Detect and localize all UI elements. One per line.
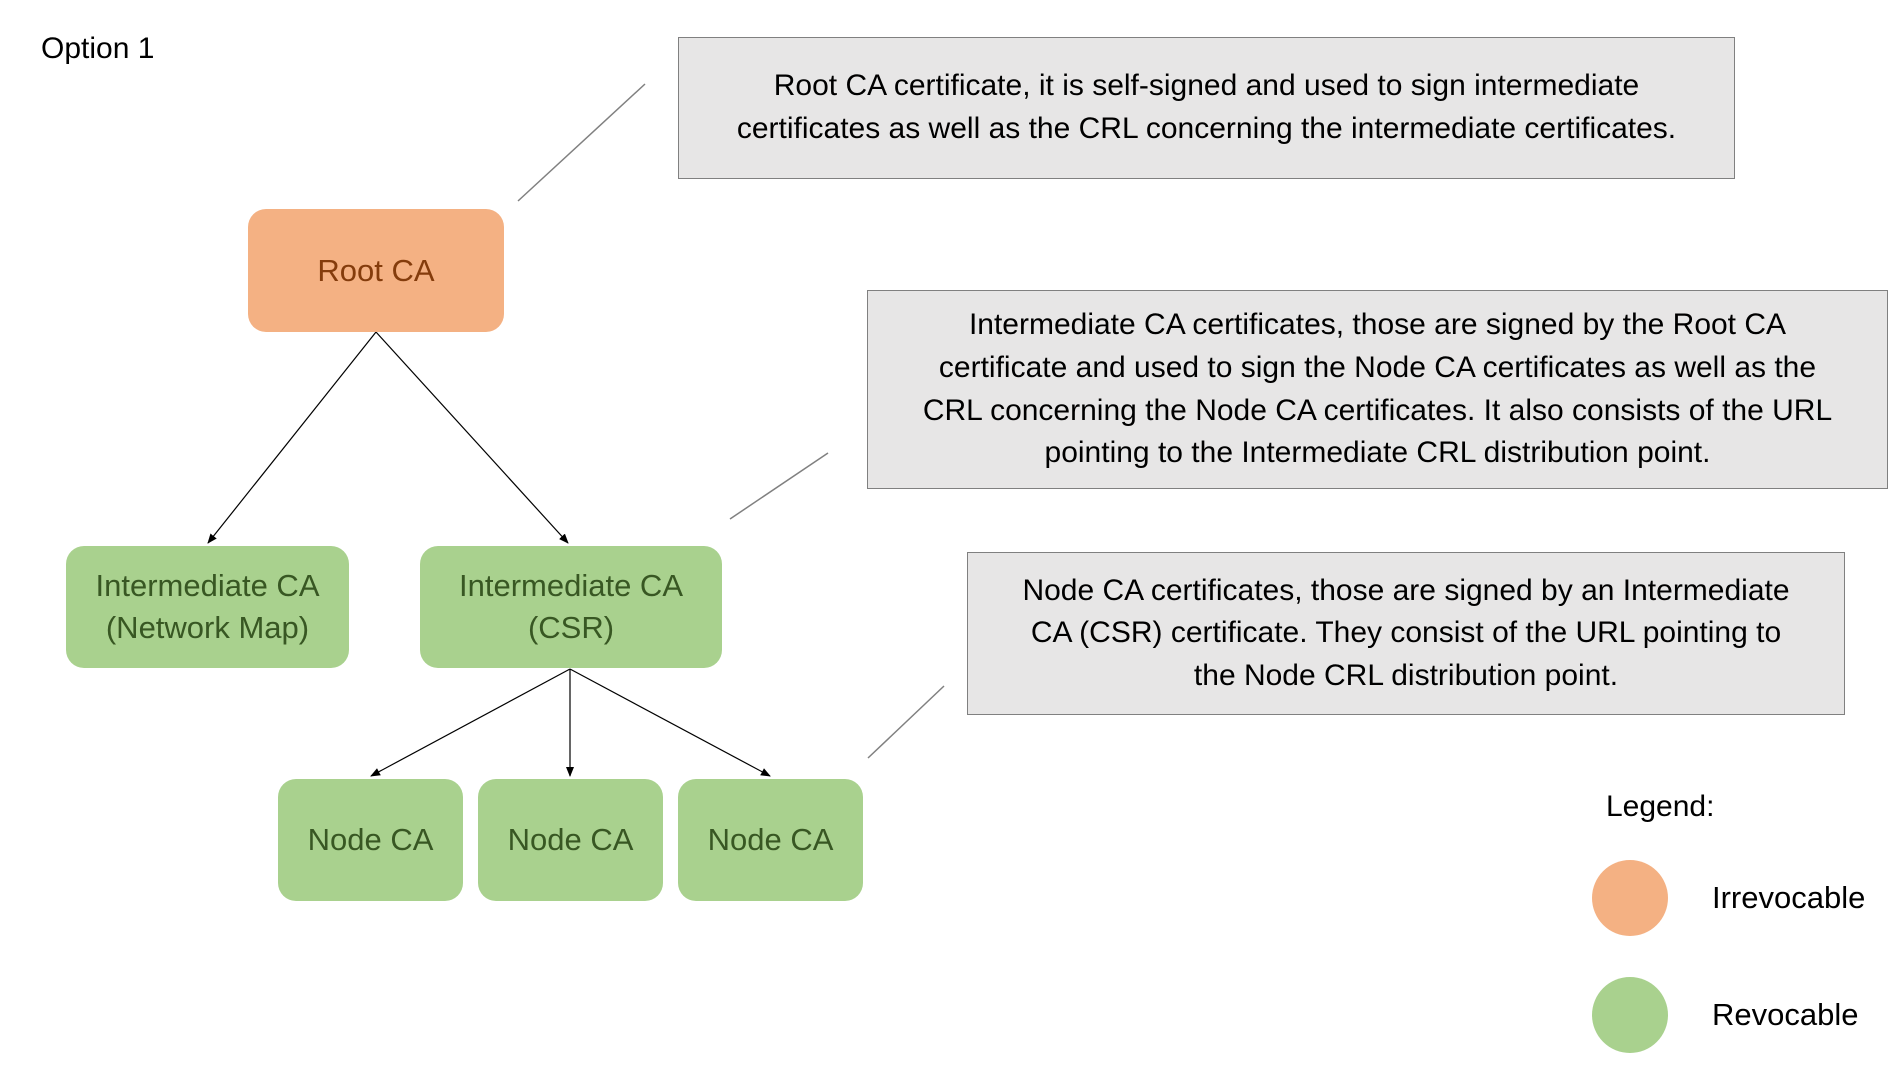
intermediate-ca-note-line2: certificate and used to sign the Node CA… — [938, 350, 1817, 384]
legend-title: Legend: — [1606, 790, 1715, 823]
node-ca-note: Node CA certificates, those are signed b… — [967, 552, 1845, 715]
intermediate-ca-network-map-label-line2: (Network Map) — [105, 610, 310, 645]
root-ca-note-line2: certificates as well as the CRL concerni… — [736, 112, 1677, 145]
legend-irrevocable-label: Irrevocable — [1712, 880, 1866, 915]
root-ca-note: Root CA certificate, it is self-signed a… — [678, 37, 1735, 179]
intermediate-ca-csr-label-line2: (CSR) — [527, 610, 615, 645]
root-ca-label: Root CA — [317, 252, 435, 288]
intermediate-ca-note-line3: CRL concerning the Node CA certificates.… — [922, 393, 1833, 427]
callout-line-intermediate — [729, 452, 829, 520]
node-ca-note-line2: CA (CSR) certificate. They consist of th… — [1030, 616, 1782, 650]
edge-csr-to-node-ca-1 — [370, 668, 571, 777]
edge-root-to-intermediate-network-map — [207, 331, 377, 544]
intermediate-ca-note-line1: Intermediate CA certificates, those are … — [968, 308, 1787, 342]
legend-revocable-label: Revocable — [1712, 997, 1859, 1032]
root-ca-note-line1: Root CA certificate, it is self-signed a… — [773, 69, 1640, 103]
node-ca-label-3: Node CA — [707, 822, 834, 858]
intermediate-ca-network-map-label-line1: Intermediate CA — [95, 568, 320, 604]
intermediate-ca-network-map-node: Intermediate CA (Network Map) — [66, 546, 349, 668]
intermediate-ca-csr-label-line1: Intermediate CA — [459, 568, 683, 604]
root-ca-node: Root CA — [248, 209, 504, 332]
node-ca-note-line3: the Node CRL distribution point. — [1193, 658, 1619, 692]
intermediate-ca-csr-node: Intermediate CA (CSR) — [420, 546, 722, 668]
intermediate-ca-note: Intermediate CA certificates, those are … — [867, 290, 1888, 489]
legend-revocable-swatch — [1592, 977, 1668, 1053]
node-ca-node-1: Node CA — [278, 779, 463, 901]
node-ca-node-2: Node CA — [478, 779, 663, 901]
node-ca-node-3: Node CA — [678, 779, 863, 901]
intermediate-ca-note-line4: pointing to the Intermediate CRL distrib… — [1044, 436, 1711, 470]
edge-csr-to-node-ca-3 — [569, 668, 771, 777]
edge-root-to-intermediate-csr — [375, 331, 569, 544]
legend-irrevocable-swatch — [1592, 860, 1668, 936]
diagram-title: Option 1 — [41, 32, 155, 65]
node-ca-label-2: Node CA — [507, 822, 634, 858]
node-ca-note-line1: Node CA certificates, those are signed b… — [1022, 573, 1790, 607]
callout-line-root — [517, 83, 646, 202]
node-ca-label-1: Node CA — [307, 822, 434, 858]
callout-line-node — [867, 685, 945, 759]
